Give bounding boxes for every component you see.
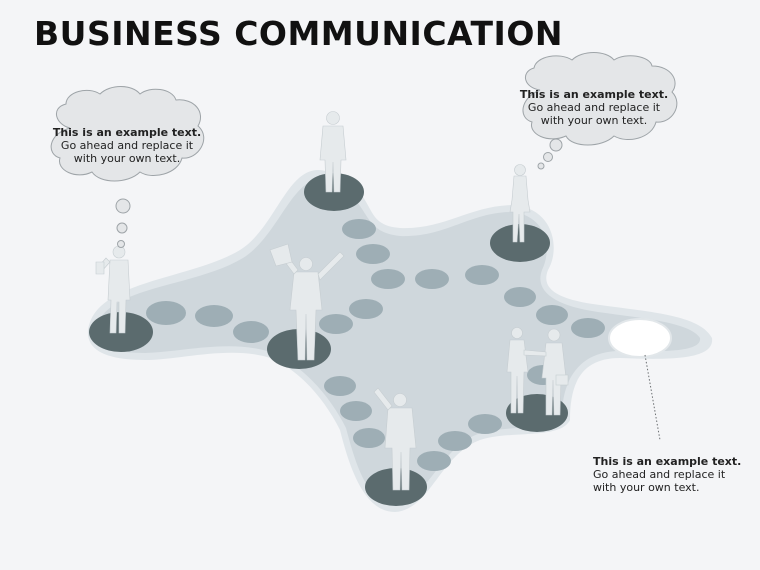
path-disc — [468, 414, 502, 434]
path-discs — [146, 219, 605, 471]
path-disc — [417, 451, 451, 471]
path-disc — [146, 301, 186, 325]
empty-node — [608, 318, 672, 358]
person-figure-top — [319, 111, 347, 193]
person-figure-top-right — [509, 164, 531, 243]
person-figure-bottom — [373, 387, 417, 491]
path-disc — [195, 305, 233, 327]
path-disc — [438, 431, 472, 451]
path-disc — [319, 314, 353, 334]
note-left: This is an example text. Go ahead and re… — [52, 126, 202, 165]
note-heading: This is an example text. — [593, 455, 742, 468]
note-line: Go ahead and replace it — [527, 101, 661, 114]
path-disc — [571, 318, 605, 338]
note-bottom-right: This is an example text. Go ahead and re… — [593, 455, 753, 494]
person-figure-left — [95, 245, 131, 334]
path-disc — [349, 299, 383, 319]
note-line: with your own text. — [593, 481, 700, 494]
node-disc-top-right — [490, 224, 550, 262]
note-heading: This is an example text. — [52, 126, 202, 139]
path-disc — [504, 287, 536, 307]
path-disc — [465, 265, 499, 285]
thought-cloud-right — [522, 52, 678, 170]
path-disc — [233, 321, 269, 343]
person-figure-center — [269, 243, 345, 361]
path-disc — [356, 244, 390, 264]
path-disc — [342, 219, 376, 239]
path-disc — [340, 401, 372, 421]
thought-cloud-left — [50, 86, 205, 248]
note-line: Go ahead and replace it — [60, 139, 194, 152]
path-disc — [536, 305, 568, 325]
note-top-right: This is an example text. Go ahead and re… — [519, 88, 669, 127]
pointer-line — [644, 354, 661, 441]
note-line: with your own text. — [540, 114, 648, 127]
note-line: Go ahead and replace it — [593, 468, 726, 481]
person-figures — [95, 111, 569, 491]
path-disc — [371, 269, 405, 289]
note-heading: This is an example text. — [519, 88, 669, 101]
note-line: with your own text. — [73, 152, 181, 165]
page-title: BUSINESS COMMUNICATION — [34, 14, 563, 53]
path-disc — [324, 376, 356, 396]
path-disc — [415, 269, 449, 289]
handshake-figures — [506, 327, 569, 416]
path-disc — [353, 428, 385, 448]
